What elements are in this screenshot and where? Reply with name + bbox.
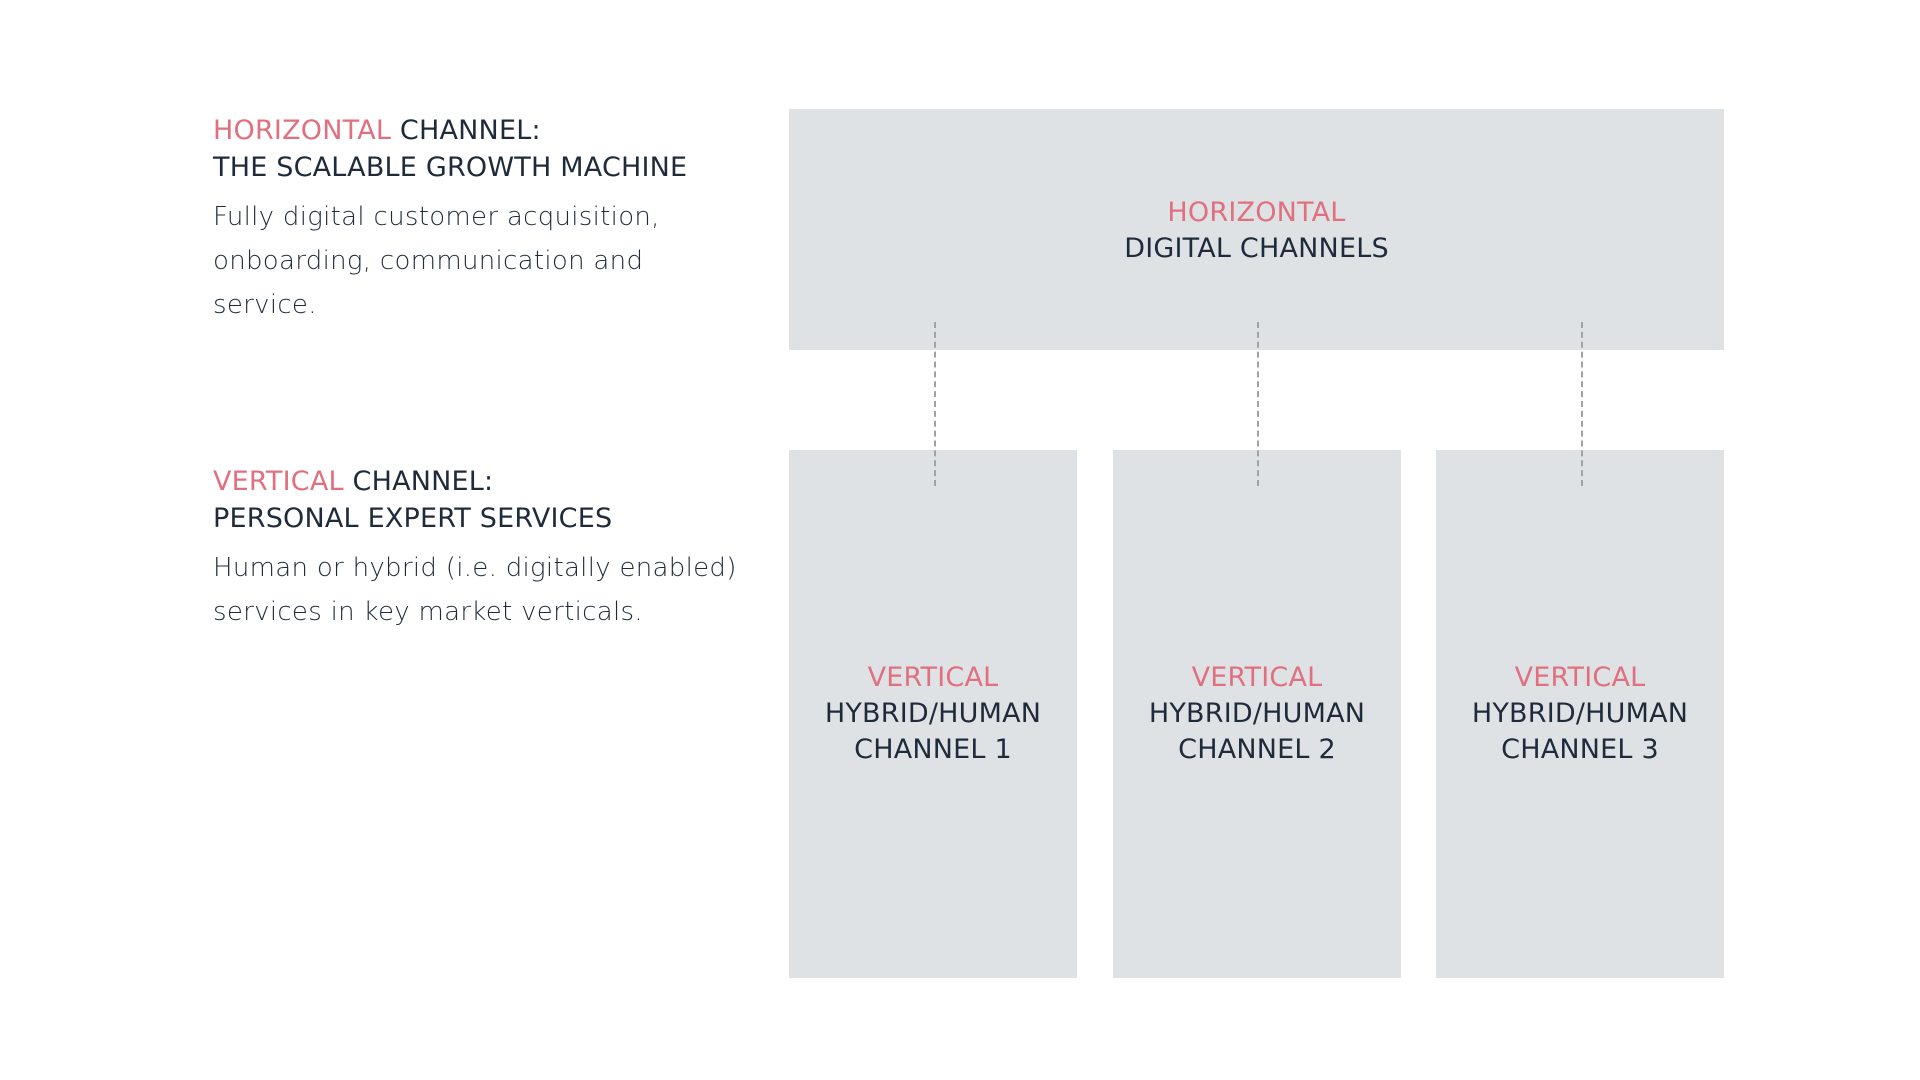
vertical-channel-box-2: VERTICAL HYBRID/HUMAN CHANNEL 2: [1113, 450, 1401, 978]
vertical-box-accent: VERTICAL: [1514, 662, 1646, 693]
vertical-channel-heading: VERTICAL CHANNEL:: [213, 463, 753, 500]
vertical-box-line1: HYBRID/HUMAN: [1471, 698, 1689, 729]
dashed-connector-3: [1581, 322, 1583, 486]
vertical-box-line1: HYBRID/HUMAN: [824, 698, 1042, 729]
vertical-channel-subheading: PERSONAL EXPERT SERVICES: [213, 503, 613, 534]
vertical-accent-word: VERTICAL: [213, 466, 344, 497]
vertical-box-label: VERTICAL HYBRID/HUMAN CHANNEL 3: [1436, 660, 1724, 768]
description-line: onboarding, communication and: [213, 246, 644, 276]
horizontal-channel-text: Fully digital customer acquisition, onbo…: [213, 195, 753, 327]
dashed-connector-1: [934, 322, 936, 486]
vertical-channel-box-1: VERTICAL HYBRID/HUMAN CHANNEL 1: [789, 450, 1077, 978]
vertical-heading-rest: CHANNEL:: [343, 466, 494, 497]
vertical-box-line2: CHANNEL 3: [1501, 734, 1659, 765]
horizontal-accent-word: HORIZONTAL: [213, 115, 392, 146]
description-line: service.: [213, 290, 317, 320]
vertical-box-accent: VERTICAL: [867, 662, 999, 693]
vertical-box-accent: VERTICAL: [1191, 662, 1323, 693]
vertical-channel-description: VERTICAL CHANNEL: PERSONAL EXPERT SERVIC…: [213, 463, 753, 634]
horizontal-box-label: HORIZONTAL DIGITAL CHANNELS: [789, 195, 1724, 267]
vertical-box-line1: HYBRID/HUMAN: [1148, 698, 1366, 729]
horizontal-digital-channels-box: HORIZONTAL DIGITAL CHANNELS: [789, 109, 1724, 350]
horizontal-channel-subheading: THE SCALABLE GROWTH MACHINE: [213, 152, 688, 183]
description-line: services in key market verticals.: [213, 597, 643, 627]
vertical-box-label: VERTICAL HYBRID/HUMAN CHANNEL 2: [1113, 660, 1401, 768]
vertical-box-line2: CHANNEL 2: [1178, 734, 1336, 765]
vertical-channel-text: Human or hybrid (i.e. digitally enabled)…: [213, 546, 753, 634]
description-line: Human or hybrid (i.e. digitally enabled): [213, 553, 737, 583]
description-line: Fully digital customer acquisition,: [213, 202, 660, 232]
vertical-channel-box-3: VERTICAL HYBRID/HUMAN CHANNEL 3: [1436, 450, 1724, 978]
vertical-box-label: VERTICAL HYBRID/HUMAN CHANNEL 1: [789, 660, 1077, 768]
horizontal-channel-heading: HORIZONTAL CHANNEL:: [213, 112, 753, 149]
dashed-connector-2: [1257, 322, 1259, 486]
vertical-box-line2: CHANNEL 1: [854, 734, 1012, 765]
horizontal-heading-rest: CHANNEL:: [391, 115, 541, 146]
horizontal-box-text: DIGITAL CHANNELS: [1124, 233, 1389, 264]
horizontal-channel-description: HORIZONTAL CHANNEL: THE SCALABLE GROWTH …: [213, 112, 753, 327]
horizontal-box-accent: HORIZONTAL: [1167, 197, 1346, 228]
